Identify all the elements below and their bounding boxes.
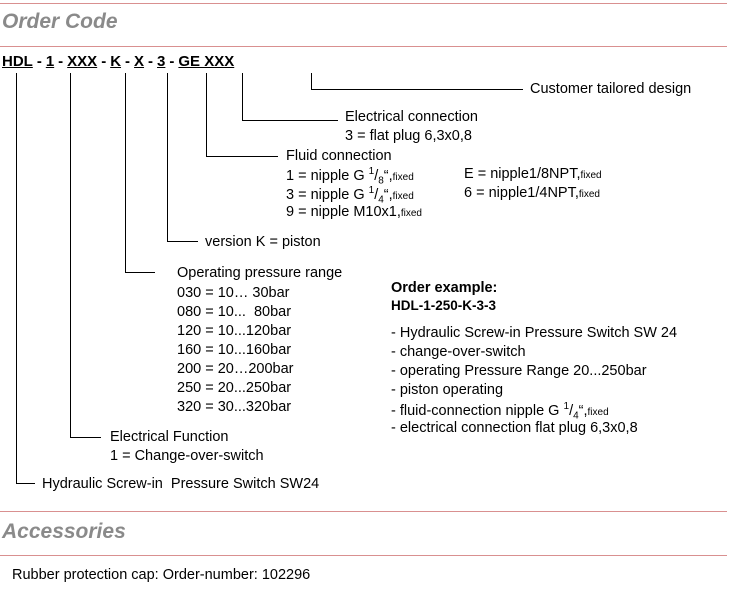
pressure-option: 080 = 10... 80bar: [177, 304, 292, 320]
accessories-text: Rubber protection cap: Order-number: 102…: [12, 567, 311, 583]
code-token-fluid: X: [134, 53, 145, 70]
fluid-option-6: 6 = nipple1/4NPT,fixed: [464, 185, 600, 201]
order-example-title: Order example:: [391, 280, 498, 296]
connector-fluid-h: [206, 156, 278, 157]
connector-version-h: [167, 241, 198, 242]
accessories-rule: [0, 555, 727, 556]
fluid-option-1: 1 = nipple G 1/8“,fixed: [286, 166, 414, 187]
accessories-top-rule: [0, 511, 727, 512]
order-code-rule: [0, 46, 727, 47]
pressure-option: 120 = 10...120bar: [177, 323, 292, 339]
code-token-hdl: HDL: [2, 53, 33, 70]
connector-design-v: [311, 73, 312, 90]
order-example-fluid-item: - fluid-connection nipple G 1/4“,fixed: [391, 401, 609, 422]
pressure-range-label: Operating pressure range: [177, 265, 343, 281]
pressure-option: 320 = 30...320bar: [177, 399, 292, 415]
order-example-item: - Hydraulic Screw-in Pressure Switch SW …: [391, 325, 678, 341]
pressure-option: 160 = 10...160bar: [177, 342, 292, 358]
code-token-function: 1: [45, 53, 55, 70]
connector-function-v: [70, 73, 71, 438]
order-example-item: - piston operating: [391, 382, 504, 398]
connector-electrical-h: [242, 120, 338, 121]
connector-pressure-v: [125, 73, 126, 273]
order-example-item: - operating Pressure Range 20...250bar: [391, 363, 647, 379]
fluid-option-9: 9 = nipple M10x1,fixed: [286, 204, 422, 220]
customer-design-label: Customer tailored design: [530, 81, 692, 97]
connector-function-h: [70, 437, 101, 438]
connector-version-v: [167, 73, 168, 242]
connector-pressure-h: [125, 272, 155, 273]
connector-product-h: [16, 483, 35, 484]
connector-design-h: [311, 89, 523, 90]
connector-product-v: [16, 73, 17, 484]
accessories-title: Accessories: [2, 520, 126, 543]
code-token-electrical: 3: [157, 53, 166, 70]
version-label: version K = piston: [205, 234, 321, 250]
connector-electrical-v: [242, 73, 243, 121]
top-rule: [0, 3, 727, 4]
order-code-string: HDL-1-XXX-K-X-3-GE XXX: [2, 53, 235, 70]
fluid-connection-label: Fluid connection: [286, 148, 392, 164]
pressure-option: 250 = 20...250bar: [177, 380, 292, 396]
fluid-option-3: 3 = nipple G 1/4“,fixed: [286, 185, 414, 206]
electrical-function-option: 1 = Change-over-switch: [110, 448, 264, 464]
order-code-title: Order Code: [2, 10, 118, 33]
code-token-design: GE XXX: [178, 53, 235, 70]
connector-fluid-v: [206, 73, 207, 157]
code-token-pressure: XXX: [67, 53, 98, 70]
electrical-connection-label: Electrical connection: [345, 109, 478, 125]
product-label: Hydraulic Screw-in Pressure Switch SW24: [42, 476, 320, 492]
electrical-connection-option: 3 = flat plug 6,3x0,8: [345, 128, 472, 144]
fluid-option-e: E = nipple1/8NPT,fixed: [464, 166, 602, 182]
code-token-version: K: [110, 53, 122, 70]
pressure-option: 030 = 10… 30bar: [177, 285, 290, 301]
order-example-item: - electrical connection flat plug 6,3x0,…: [391, 420, 638, 436]
order-example-item: - change-over-switch: [391, 344, 526, 360]
electrical-function-label: Electrical Function: [110, 429, 229, 445]
pressure-option: 200 = 20…200bar: [177, 361, 294, 377]
order-example-code: HDL-1-250-K-3-3: [391, 298, 497, 313]
